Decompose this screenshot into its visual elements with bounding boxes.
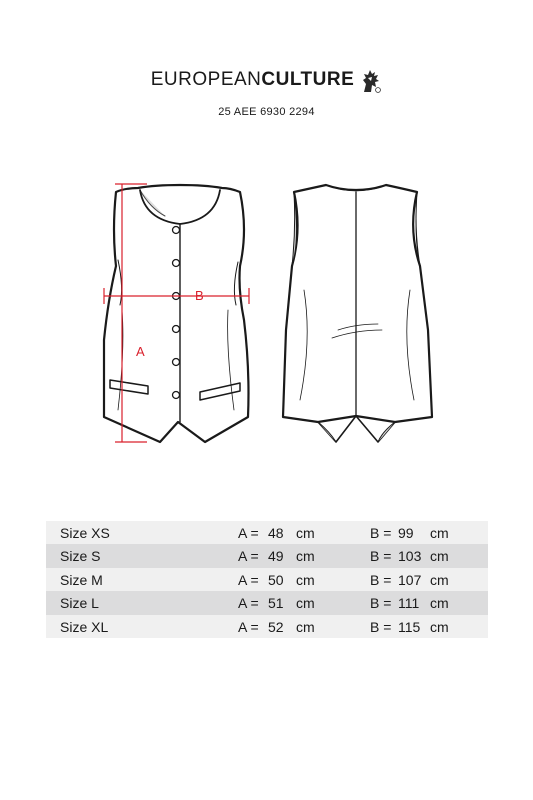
measure-b-unit: cm bbox=[430, 548, 449, 565]
size-row: Size XL A = 52 cm B = 115 cm bbox=[46, 614, 488, 638]
button-icon bbox=[171, 258, 181, 268]
brand-name-bold: CULTURE bbox=[261, 69, 355, 90]
button-icon bbox=[171, 324, 181, 334]
measure-a-value: 51 bbox=[268, 595, 284, 612]
measure-a-equals: A = bbox=[238, 595, 259, 612]
size-row: Size M A = 50 cm B = 107 cm bbox=[46, 567, 488, 592]
measure-b-value: 103 bbox=[398, 548, 422, 565]
griffin-logo-icon bbox=[363, 70, 382, 93]
measure-b-equals: B = bbox=[370, 548, 392, 565]
vest-technical-drawing: A B bbox=[102, 183, 434, 444]
size-row: Size XS A = 48 cm B = 99 cm bbox=[46, 521, 488, 545]
measure-a-unit: cm bbox=[296, 571, 315, 588]
size-label: Size XS bbox=[60, 525, 110, 541]
measure-b-equals: B = bbox=[370, 571, 392, 588]
size-row: Size L A = 51 cm B = 111 cm bbox=[46, 591, 488, 615]
size-label: Size S bbox=[60, 548, 101, 565]
size-label: Size L bbox=[60, 595, 99, 612]
brand-name-light: EUROPEAN bbox=[150, 69, 262, 90]
size-label: Size M bbox=[60, 571, 103, 588]
measurement-lines bbox=[103, 183, 250, 443]
button-icon bbox=[171, 225, 181, 235]
vest-back-sketch bbox=[281, 183, 434, 443]
measure-b-unit: cm bbox=[430, 571, 449, 588]
measure-a-equals: A = bbox=[238, 525, 259, 541]
measure-b-value: 111 bbox=[398, 595, 420, 612]
button-icon bbox=[171, 390, 181, 400]
size-row: Size S A = 49 cm B = 103 cm bbox=[46, 544, 488, 568]
measure-a-value: 52 bbox=[268, 618, 284, 635]
measure-a-unit: cm bbox=[296, 618, 315, 635]
measure-b-equals: B = bbox=[370, 525, 392, 541]
measure-a-equals: A = bbox=[238, 571, 259, 588]
button-icon bbox=[171, 357, 181, 367]
measure-a-equals: A = bbox=[238, 618, 259, 635]
measure-b-value: 99 bbox=[398, 525, 414, 541]
measure-b-unit: cm bbox=[430, 525, 449, 541]
measure-a-label: A bbox=[136, 344, 145, 359]
measure-b-value: 115 bbox=[398, 618, 421, 635]
article-code: 25 AEE 6930 2294 bbox=[218, 106, 315, 118]
measure-a-unit: cm bbox=[296, 595, 315, 612]
size-label: Size XL bbox=[60, 618, 109, 635]
measure-a-equals: A = bbox=[238, 548, 259, 565]
measure-b-unit: cm bbox=[430, 618, 449, 635]
measure-a-value: 50 bbox=[268, 571, 284, 588]
measure-b-label: B bbox=[195, 288, 204, 303]
measure-b-equals: B = bbox=[370, 595, 392, 612]
measure-b-value: 107 bbox=[398, 571, 422, 588]
measure-a-unit: cm bbox=[296, 548, 315, 565]
measure-a-value: 49 bbox=[268, 548, 284, 565]
measure-b-unit: cm bbox=[430, 595, 449, 612]
measure-b-equals: B = bbox=[370, 618, 392, 635]
measure-a-unit: cm bbox=[296, 525, 315, 541]
measure-a-value: 48 bbox=[268, 525, 284, 541]
